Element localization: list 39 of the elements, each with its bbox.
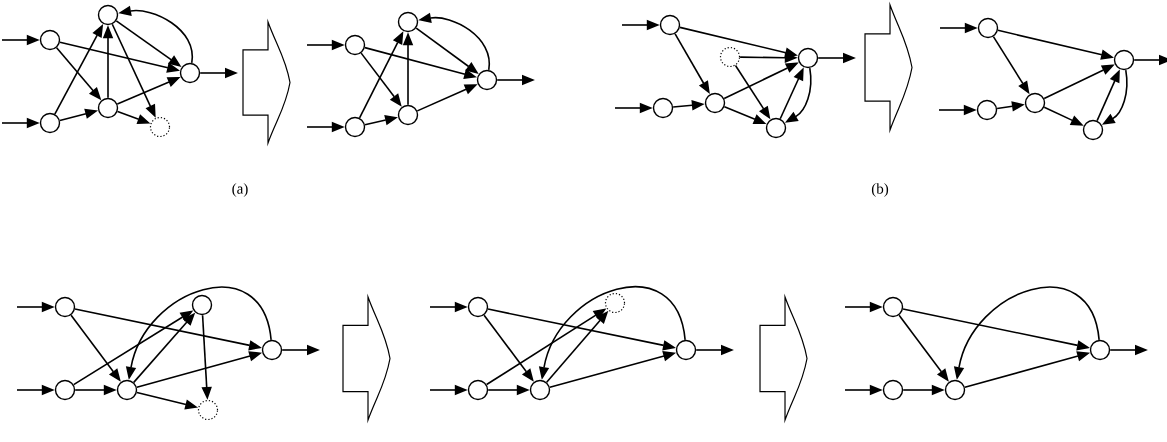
circle-node <box>675 339 697 361</box>
circle-node <box>467 296 489 318</box>
circle-node <box>179 62 201 84</box>
circle-node <box>1024 92 1046 114</box>
circle-node <box>977 17 999 39</box>
circle-node <box>1113 49 1135 71</box>
dotted-circle <box>149 116 171 138</box>
circle-node <box>344 116 366 138</box>
circle-node <box>191 294 213 316</box>
circle-node <box>1082 119 1104 141</box>
circle-node <box>344 34 366 56</box>
circle-node <box>97 4 119 26</box>
circle-node <box>704 92 726 114</box>
panel-label: (a) <box>232 183 248 197</box>
circle-node <box>765 117 787 139</box>
circle-node <box>54 379 76 401</box>
circle-node <box>882 296 904 318</box>
dotted-circle <box>719 46 741 68</box>
circle-node <box>652 97 674 119</box>
circle-node <box>261 339 283 361</box>
circle-node <box>39 29 61 51</box>
circle-node <box>397 104 419 126</box>
circle-node <box>797 47 819 69</box>
circle-node <box>944 379 966 401</box>
circle-node <box>476 69 498 91</box>
circle-node <box>976 99 998 121</box>
circle-node <box>397 11 419 33</box>
circle-node <box>39 112 61 134</box>
circle-node <box>54 296 76 318</box>
circle-node <box>116 379 138 401</box>
circle-node <box>467 379 489 401</box>
circle-node <box>529 379 551 401</box>
dotted-circle <box>604 292 626 314</box>
panel-label: (b) <box>871 183 889 197</box>
dotted-circle <box>197 399 219 421</box>
circle-node <box>659 14 681 36</box>
circle-node <box>1089 339 1111 361</box>
circle-node <box>882 379 904 401</box>
circle-node <box>97 97 119 119</box>
